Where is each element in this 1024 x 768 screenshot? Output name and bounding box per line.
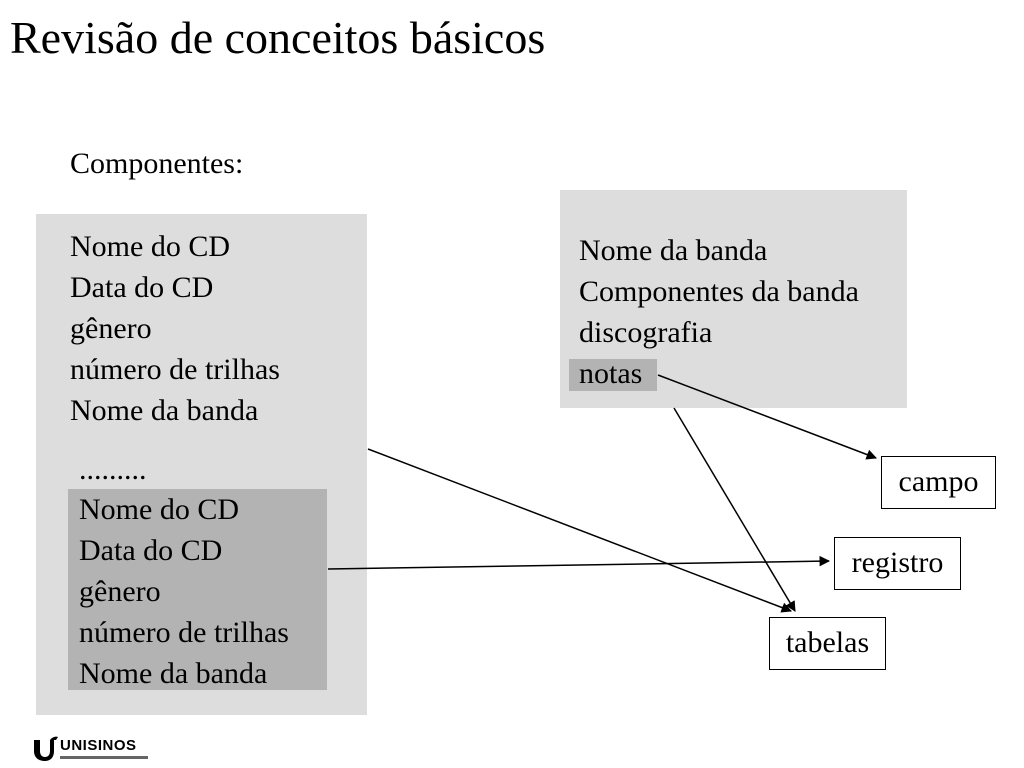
cd-field-list: Nome do CD Data do CD gênero número de t… xyxy=(70,226,280,431)
cd-field-tracks: número de trilhas xyxy=(70,353,280,386)
record-field-list: Nome do CD Data do CD gênero número de t… xyxy=(79,489,289,694)
record-field-date: Data do CD xyxy=(79,534,223,567)
unisinos-logo-tagline xyxy=(60,756,148,759)
record-field-name: Nome do CD xyxy=(79,493,239,526)
term-tabelas-box: tabelas xyxy=(769,617,886,670)
ellipsis-text: ......... xyxy=(79,453,147,486)
arrow-cd-box-to-tabelas xyxy=(367,448,792,613)
record-highlight xyxy=(68,489,327,690)
arrow-record-to-registro xyxy=(327,555,831,570)
unisinos-mark-icon xyxy=(34,736,58,761)
cd-field-date: Data do CD xyxy=(70,271,214,304)
record-field-band: Nome da banda xyxy=(79,657,268,690)
section-label: Componentes: xyxy=(70,147,244,180)
cd-field-name: Nome do CD xyxy=(70,230,230,263)
page-title: Revisão de conceitos básicos xyxy=(10,12,546,63)
band-field-discography: discografia xyxy=(579,316,713,349)
band-field-name: Nome da banda xyxy=(579,234,768,267)
record-field-genre: gênero xyxy=(79,575,161,608)
unisinos-logo: UNISINOS xyxy=(32,736,150,766)
record-field-tracks: número de trilhas xyxy=(79,616,289,649)
band-field-list: Nome da banda Componentes da banda disco… xyxy=(579,230,859,394)
cd-field-band: Nome da banda xyxy=(70,394,259,427)
unisinos-logo-name: UNISINOS xyxy=(60,737,137,754)
band-field-notes: notas xyxy=(579,357,643,390)
term-registro-box: registro xyxy=(834,537,961,590)
field-highlight xyxy=(569,359,657,391)
cd-field-genre: gênero xyxy=(70,312,152,345)
band-field-members: Componentes da banda xyxy=(579,275,859,308)
term-campo-box: campo xyxy=(881,456,996,509)
arrow-band-box-to-tabelas xyxy=(673,407,796,612)
